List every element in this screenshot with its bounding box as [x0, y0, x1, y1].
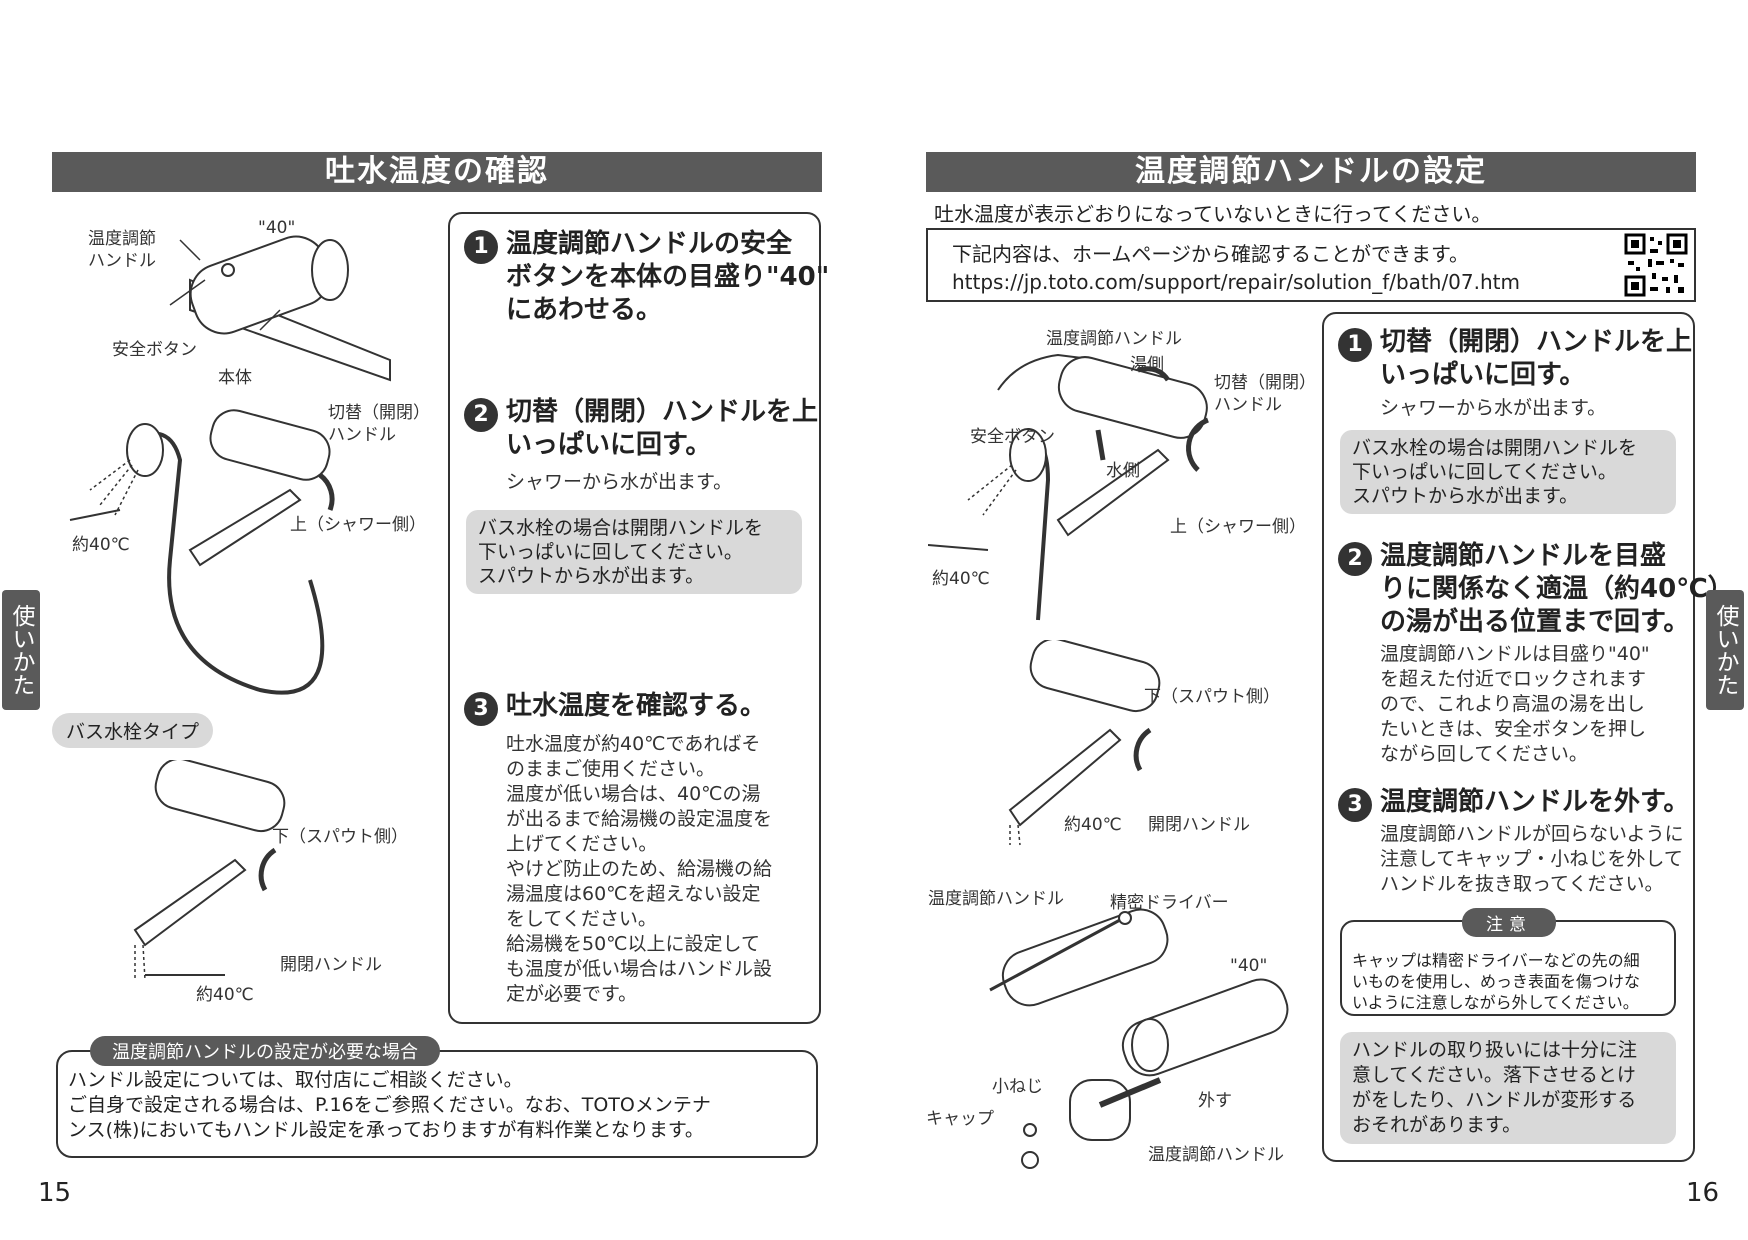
label-open-close-handle: 開閉ハンドル [280, 955, 382, 975]
label-approx-40-a: 約40℃ [72, 535, 130, 555]
label-mark-40: "40" [258, 218, 296, 238]
label-water-side: 水側 [1106, 461, 1140, 481]
label-safety-button-r: 安全ボタン [970, 427, 1055, 447]
label-hot-side: 湯側 [1130, 355, 1164, 375]
label-temp-handle-r3: 温度調節ハンドル [1148, 1145, 1284, 1165]
side-tab-left: 使いかた [2, 590, 40, 710]
label-remove: 外す [1198, 1091, 1232, 1111]
shower-illustration [69, 409, 335, 695]
step-title: 吐水温度を確認する。 [506, 691, 767, 721]
step-title: 温度調節ハンドルを目盛 りに関係なく適温（約40℃） の湯が出る位置まで回す。 [1380, 541, 1734, 637]
step-number: 1 [464, 230, 498, 264]
qr-code-icon[interactable] [1624, 233, 1688, 297]
step-desc: 温度調節ハンドルが回らないように 注意してキャップ・小ねじを外して ハンドルを抜… [1380, 823, 1684, 895]
left-step-1: 1 温度調節ハンドルの安全 ボタンを本体の目盛り"40" にあわせる。 [464, 228, 829, 338]
label-open-close-handle-r: 開閉ハンドル [1148, 815, 1250, 835]
label-mark-40-r: "40" [1230, 956, 1268, 976]
bath-faucet-illustration-r [1008, 640, 1161, 846]
support-url-link[interactable]: https://jp.toto.com/support/repair/solut… [952, 270, 1520, 294]
hand-faucet-illustration [928, 353, 1209, 621]
side-tab-right: 使いかた [1706, 590, 1744, 710]
caution-box: キャップは精密ドライバーなどの先の細 いものを使用し、めっき表面を傷つけな いよ… [1340, 920, 1676, 1016]
page-number-left: 15 [38, 1178, 72, 1208]
url-box: 下記内容は、ホームページから確認することができます。 https://jp.to… [926, 228, 1696, 302]
label-down-spout-r: 下（スパウト側） [1144, 687, 1280, 707]
label-switch-handle-r: 切替（開閉） ハンドル [1214, 373, 1316, 415]
label-up-shower: 上（シャワー側） [290, 515, 426, 535]
step-desc: 温度調節ハンドルは目盛り"40" を超えた付近でロックされます ので、これより高… [1380, 643, 1650, 765]
notice-text: ハンドル設定については、取付店にご相談ください。 ご自身で設定される場合は、P.… [68, 1069, 711, 1141]
label-body: 本体 [218, 368, 252, 388]
page-number-right: 16 [1686, 1178, 1720, 1208]
left-step-2-note: バス水栓の場合は開閉ハンドルを 下いっぱいに回してください。 スパウトから水が出… [466, 510, 802, 594]
left-page-title: 吐水温度の確認 [52, 152, 822, 192]
faucet-illustration-top [169, 235, 391, 382]
label-temp-handle-r2: 温度調節ハンドル [928, 889, 1064, 909]
right-page-title: 温度調節ハンドルの設定 [926, 152, 1696, 192]
notice-title: 温度調節ハンドルの設定が必要な場合 [90, 1036, 440, 1066]
right-step-2: 2 温度調節ハンドルを目盛 りに関係なく適温（約40℃） の湯が出る位置まで回す… [1338, 540, 1734, 770]
step-title: 切替（開閉）ハンドルを上 いっぱいに回す。 [506, 397, 819, 460]
step-desc: 吐水温度が約40℃であればそ のままご使用ください。 温度が低い場合は、40℃の… [506, 733, 773, 1005]
label-up-shower-r: 上（シャワー側） [1170, 517, 1306, 537]
label-temp-handle: 温度調節 ハンドル [88, 229, 156, 271]
step-number: 2 [464, 398, 498, 432]
label-safety-button: 安全ボタン [112, 340, 197, 360]
step-title: 温度調節ハンドルを外す。 [1380, 787, 1690, 817]
left-steps-box [448, 212, 821, 1024]
label-approx-40-r-b: 約40℃ [1064, 815, 1122, 835]
caution-title: 注意 [1462, 908, 1556, 937]
right-step-1: 1 切替（開閉）ハンドルを上 いっぱいに回す。 シャワーから水が出ます。 [1338, 326, 1692, 426]
step-desc: シャワーから水が出ます。 [506, 471, 733, 493]
right-steps-box [1322, 312, 1695, 1162]
right-step-3: 3 温度調節ハンドルを外す。 温度調節ハンドルが回らないように 注意してキャップ… [1338, 786, 1690, 896]
left-step-2: 2 切替（開閉）ハンドルを上 いっぱいに回す。 シャワーから水が出ます。 [464, 396, 818, 496]
left-step-3: 3 吐水温度を確認する。 吐水温度が約40℃であればそ のままご使用ください。 … [464, 690, 814, 1010]
handling-warning: ハンドルの取り扱いには十分に注 意してください。落下させるとけ がをしたり、ハン… [1340, 1032, 1676, 1144]
step-number: 3 [1338, 788, 1372, 822]
right-subtitle: 吐水温度が表示どおりになっていないときに行ってください。 [934, 202, 1492, 226]
right-step-1-note: バス水栓の場合は開閉ハンドルを 下いっぱいに回してください。 スパウトから水が出… [1340, 430, 1676, 514]
label-approx-40-r-a: 約40℃ [932, 569, 990, 589]
label-temp-handle-r: 温度調節ハンドル [1046, 329, 1182, 349]
handle-removal-illustration [989, 908, 1289, 1169]
label-screwdriver: 精密ドライバー [1110, 893, 1229, 913]
step-number: 2 [1338, 542, 1372, 576]
step-title: 切替（開閉）ハンドルを上 いっぱいに回す。 [1380, 327, 1693, 390]
step-number: 3 [464, 692, 498, 726]
step-title: 温度調節ハンドルの安全 ボタンを本体の目盛り"40" にあわせる。 [506, 229, 830, 325]
label-down-spout: 下（スパウト側） [272, 827, 408, 847]
label-cap: キャップ [926, 1109, 994, 1129]
step-desc: シャワーから水が出ます。 [1380, 397, 1607, 419]
step-number: 1 [1338, 328, 1372, 362]
url-box-text: 下記内容は、ホームページから確認することができます。 [952, 242, 1469, 266]
label-approx-40-b: 約40℃ [196, 985, 254, 1005]
bath-faucet-illustration [133, 760, 286, 981]
label-small-screw: 小ねじ [992, 1077, 1043, 1097]
bath-type-badge: バス水栓タイプ [52, 713, 214, 748]
label-switch-handle: 切替（開閉） ハンドル [328, 403, 430, 445]
